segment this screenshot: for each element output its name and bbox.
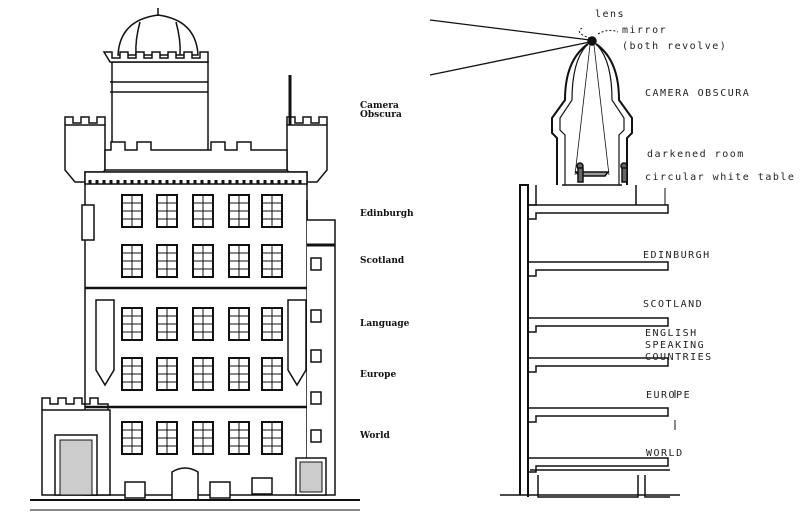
window — [261, 307, 283, 341]
window — [261, 357, 283, 391]
window — [192, 357, 214, 391]
window — [192, 421, 214, 455]
window — [121, 357, 143, 391]
label-camera-obscura-2: Obscura — [360, 110, 402, 120]
label-circular-table: circular white table — [645, 172, 796, 183]
ground-window — [251, 477, 273, 495]
lens-mirror — [587, 36, 597, 46]
elevation-drawing — [30, 8, 360, 511]
window — [156, 307, 178, 341]
floor-slab — [528, 261, 669, 277]
window — [121, 244, 143, 278]
window — [156, 244, 178, 278]
floor-slab — [528, 204, 669, 220]
window — [156, 357, 178, 391]
small-window — [310, 349, 322, 363]
light-ray-lower — [429, 41, 591, 76]
window — [228, 244, 250, 278]
label-europe-section: EUROPE — [646, 390, 692, 401]
label-world: World — [360, 431, 390, 441]
label-camera-obscura: Camera — [360, 101, 399, 111]
label-world-section: WORLD — [646, 448, 684, 459]
floor-slab — [528, 407, 669, 423]
floor-slab — [528, 317, 669, 333]
window — [228, 194, 250, 228]
window — [121, 307, 143, 341]
label-scotland-section: SCOTLAND — [643, 299, 704, 310]
window — [121, 194, 143, 228]
label-camera-obscura-section: CAMERA OBSCURA — [645, 88, 751, 99]
label-mirror: mirror — [622, 25, 668, 36]
window — [192, 194, 214, 228]
window — [192, 307, 214, 341]
label-english: ENGLISH — [645, 328, 698, 339]
window — [261, 194, 283, 228]
small-window — [310, 309, 322, 323]
label-scotland: Scotland — [360, 256, 405, 266]
floor-slab — [528, 357, 669, 373]
camera-obscura-turret — [111, 61, 209, 153]
small-window — [310, 257, 322, 271]
floor-slab — [528, 457, 669, 473]
label-edinburgh-section: EDINBURGH — [643, 250, 711, 261]
small-window — [310, 391, 322, 405]
small-window — [310, 429, 322, 443]
dome — [117, 14, 199, 56]
window — [228, 421, 250, 455]
label-lens: lens — [595, 9, 626, 20]
window — [156, 194, 178, 228]
ground-window — [124, 481, 146, 499]
label-language: Language — [360, 319, 410, 329]
window — [192, 244, 214, 278]
window — [156, 421, 178, 455]
label-speaking: SPEAKING — [645, 340, 706, 351]
window — [228, 307, 250, 341]
light-ray-upper — [429, 19, 591, 41]
label-countries: COUNTRIES — [645, 352, 713, 363]
window — [261, 421, 283, 455]
ground-window — [209, 481, 231, 499]
window — [261, 244, 283, 278]
label-both-revolve: (both revolve) — [622, 41, 728, 52]
label-europe: Europe — [360, 370, 397, 380]
window — [121, 421, 143, 455]
label-edinburgh: Edinburgh — [360, 209, 414, 219]
section-drawing — [429, 19, 680, 498]
label-darkened-room: darkened room — [647, 149, 745, 160]
window — [228, 357, 250, 391]
